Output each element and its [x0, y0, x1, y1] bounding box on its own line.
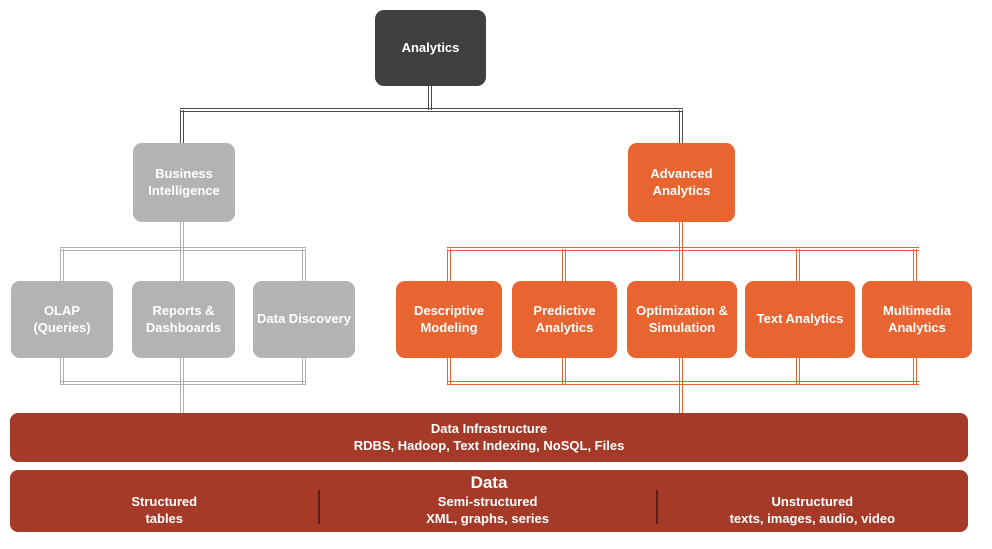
data-section-semi-structured: Semi-structured XML, graphs, series — [318, 494, 656, 528]
node-multimedia-analytics: Multimedia Analytics — [862, 281, 972, 358]
node-optimization-simulation: Optimization & Simulation — [627, 281, 737, 358]
node-olap-queries: OLAP (Queries) — [11, 281, 113, 358]
section-title: Semi-structured — [437, 494, 538, 510]
connector — [180, 358, 184, 413]
connector — [447, 381, 919, 385]
connector — [447, 247, 919, 251]
node-data-discovery: Data Discovery — [253, 281, 355, 358]
connector — [913, 249, 917, 281]
connector — [796, 249, 800, 281]
node-advanced-analytics: Advanced Analytics — [628, 143, 735, 222]
section-divider — [318, 490, 320, 524]
node-predictive-analytics: Predictive Analytics — [512, 281, 617, 358]
node-analytics: Analytics — [375, 10, 486, 86]
connector — [428, 86, 432, 110]
section-title: Structured — [131, 494, 198, 510]
data-bar-title: Data — [470, 473, 508, 492]
connector — [447, 249, 451, 281]
connector — [796, 358, 800, 385]
node-reports-dashboards: Reports & Dashboards — [132, 281, 235, 358]
connector — [180, 110, 184, 143]
data-section-unstructured: Unstructured texts, images, audio, video — [657, 494, 968, 528]
connector — [562, 358, 566, 385]
connector — [60, 249, 64, 281]
node-descriptive-modeling: Descriptive Modeling — [396, 281, 502, 358]
connector — [180, 108, 683, 112]
connector — [60, 381, 306, 385]
connector — [913, 358, 917, 385]
connector — [562, 249, 566, 281]
connector — [180, 222, 184, 281]
data-bar: Data Structured tables Semi-structured X… — [10, 470, 968, 532]
section-subtitle: XML, graphs, series — [426, 511, 549, 527]
node-label: Optimization & Simulation — [636, 302, 728, 335]
connector — [302, 358, 306, 385]
section-title: Unstructured — [771, 494, 854, 510]
infrastructure-title: Data Infrastructure — [430, 421, 548, 437]
node-text-analytics: Text Analytics — [745, 281, 855, 358]
data-infrastructure-bar: Data Infrastructure RDBS, Hadoop, Text I… — [10, 413, 968, 462]
data-bar-sections: Structured tables Semi-structured XML, g… — [10, 494, 968, 528]
section-subtitle: texts, images, audio, video — [729, 511, 896, 527]
connector — [679, 222, 683, 281]
connector — [60, 247, 306, 251]
connector — [60, 358, 64, 385]
node-business-intelligence: Business Intelligence — [133, 143, 235, 222]
section-subtitle: tables — [145, 511, 184, 527]
connector — [447, 358, 451, 385]
connector — [679, 110, 683, 143]
section-divider — [656, 490, 658, 524]
connector — [302, 249, 306, 281]
data-section-structured: Structured tables — [10, 494, 318, 528]
connector — [679, 358, 683, 413]
infrastructure-subtitle: RDBS, Hadoop, Text Indexing, NoSQL, File… — [353, 437, 625, 453]
